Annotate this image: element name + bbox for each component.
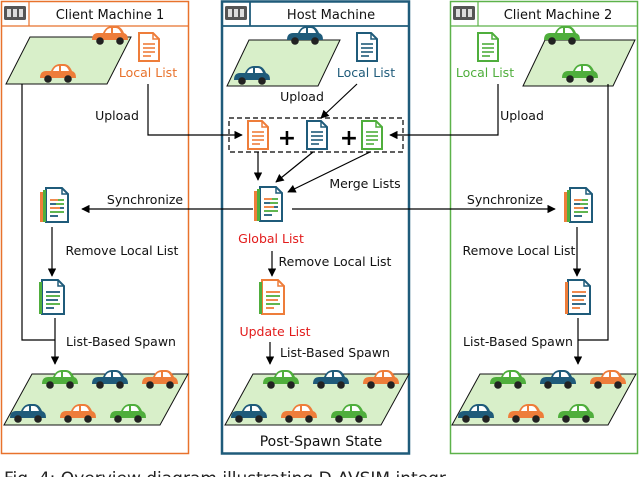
client1-field <box>5 26 132 85</box>
global-list-document-icon <box>253 186 283 222</box>
figure-caption: Fig. 4: Overview diagram illustrating D-… <box>4 469 461 477</box>
update-list-label: Update List <box>239 324 310 339</box>
server-icon <box>453 6 475 20</box>
client2-update-list-document-icon <box>565 279 591 315</box>
client1-synchronize-label: Synchronize <box>107 192 184 207</box>
green-list-document-icon <box>361 120 383 150</box>
client2-local-list-label: Local List <box>456 65 514 80</box>
host-upload-label: Upload <box>280 89 324 104</box>
server-icon <box>225 6 247 20</box>
host-spawn-label: List-Based Spawn <box>280 345 390 360</box>
global-list-label: Global List <box>238 231 304 246</box>
client1-panel <box>0 0 190 455</box>
client2-field <box>522 26 636 87</box>
synced-list-document-icon <box>563 187 593 223</box>
host-field <box>226 26 341 87</box>
client2-upload-label: Upload <box>500 108 544 123</box>
host-remove-label: Remove Local List <box>279 254 392 269</box>
host-title: Host Machine <box>287 8 375 23</box>
plus-sign: + <box>340 126 358 151</box>
local-list-document-icon <box>138 32 160 62</box>
merge-lists-label: Merge Lists <box>329 176 400 191</box>
server-icon <box>4 6 26 20</box>
client2-panel <box>449 0 639 455</box>
client1-spawn-field <box>3 370 189 426</box>
client2-remove-label: Remove Local List <box>463 243 576 258</box>
client2-synchronize-label: Synchronize <box>467 192 544 207</box>
client1-update-list-document-icon <box>39 279 65 315</box>
plus-sign: + <box>278 126 296 151</box>
client2-title: Client Machine 2 <box>504 8 613 23</box>
host-update-list-document-icon <box>259 279 285 315</box>
blue-list-document-icon <box>306 120 328 150</box>
local-list-document-icon <box>356 32 378 62</box>
local-list-document-icon <box>477 32 499 62</box>
client1-local-list-label: Local List <box>119 65 177 80</box>
client2-spawn-field <box>451 370 637 426</box>
client1-spawn-label: List-Based Spawn <box>66 334 176 349</box>
client1-remove-label: Remove Local List <box>66 243 179 258</box>
client1-upload-label: Upload <box>95 108 139 123</box>
host-spawn-field <box>224 370 410 426</box>
post-spawn-state-label: Post-Spawn State <box>260 434 383 450</box>
host-local-list-label: Local List <box>337 65 395 80</box>
synced-list-document-icon <box>39 187 69 223</box>
client1-title: Client Machine 1 <box>56 8 165 23</box>
host-panel <box>220 0 411 455</box>
orange-list-document-icon <box>247 120 269 150</box>
client2-spawn-label: List-Based Spawn <box>463 334 573 349</box>
